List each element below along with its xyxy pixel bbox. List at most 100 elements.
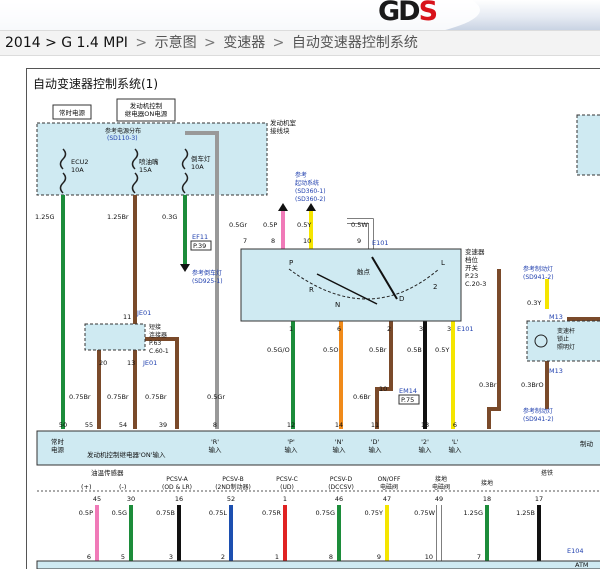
pin-number: 8 — [329, 553, 333, 561]
short-connector-label: P.63 — [149, 340, 161, 347]
breadcrumb-item[interactable]: 自动变速器控制系统 — [291, 35, 418, 51]
wire-label: 0.3Y — [527, 299, 541, 307]
switch-position: L — [441, 259, 445, 267]
stoplamp-ref-top: (SD941-2) — [523, 274, 554, 281]
wire-label: 0.75Br — [145, 393, 167, 401]
solenoid-label: 接地 — [481, 479, 493, 487]
solenoid-label: 接地 — [435, 475, 447, 483]
fuse-symbol — [181, 172, 189, 194]
pin-number: 13 — [127, 359, 135, 367]
pcm-label: 常时 — [51, 437, 65, 446]
solenoid-label: PCSV-A — [166, 476, 188, 483]
pin-label: (-) — [119, 483, 126, 491]
pin-number: 1 — [275, 553, 279, 561]
range-switch-title: P.23 — [465, 272, 478, 280]
pin-number: 17 — [535, 495, 543, 503]
wire-label: 0.75L — [209, 509, 227, 517]
pin-number: 50 — [59, 421, 67, 429]
fuse-box-title-left-text: 常时电源 — [59, 108, 86, 117]
pin-number: 8 — [213, 421, 217, 429]
wire-label: 0.75G — [315, 509, 335, 517]
connector-e101: E101 — [372, 239, 389, 247]
pcm-label: 电源 — [51, 445, 65, 454]
pin-label: (+) — [81, 483, 92, 491]
pcm-label: 'N' — [335, 438, 344, 446]
wire-0-5gr — [185, 131, 219, 429]
pcm-label: 输入 — [209, 445, 223, 454]
shift-lock-label: 变速杆 — [557, 327, 575, 335]
stoplamp-ref-top: 参考制动灯 — [523, 265, 553, 273]
switch-position: P — [289, 259, 293, 267]
pin-number: 6 — [453, 421, 457, 429]
wire-label: 0.75B — [156, 509, 175, 517]
wire-label: 1.25B — [516, 509, 535, 517]
start-ref: 起动系统 — [295, 179, 319, 187]
range-switch-title: 变速器 — [465, 247, 485, 256]
connector-ef11: EF11 — [192, 233, 208, 241]
app-header: GDS — [0, 0, 600, 30]
wire-label: 0.3BrO — [521, 381, 544, 389]
diagram-title: 自动变速器控制系统(1) — [33, 77, 158, 91]
short-connector-label: C.60-1 — [149, 348, 169, 355]
solenoid-label: (DCCSV) — [328, 484, 354, 491]
pin-number: 1 — [289, 325, 293, 333]
wire-label: 0.5P — [79, 509, 93, 517]
fuse-box-ref: 参考电源分布 — [105, 127, 141, 135]
switch-position: R — [309, 286, 314, 294]
switch-contact-line — [316, 273, 378, 305]
connector-em14-page: P.75 — [401, 396, 414, 404]
pcm-label: 'R' — [211, 438, 219, 446]
pcm-label: 输入 — [333, 445, 347, 454]
pin-number: 7 — [243, 237, 247, 245]
wire-label: 0.5B — [407, 346, 422, 354]
wire-label: 0.5W — [351, 221, 368, 229]
atm-block — [36, 560, 600, 569]
fuse-backup-label: 10A — [191, 163, 204, 171]
connector-ef11-box — [190, 240, 212, 251]
fuse-symbol — [131, 148, 139, 170]
wire-0-5br — [375, 321, 393, 429]
short-connector-label: 连接器 — [149, 331, 167, 339]
breadcrumb-item[interactable]: 变速器 — [223, 35, 266, 51]
wire-label: 0.75Br — [69, 393, 91, 401]
arrow-start — [278, 203, 288, 211]
pin-number: 2 — [387, 325, 391, 333]
stoplamp-ref-bottom: (SD941-2) — [523, 416, 554, 423]
connector-em14-box — [398, 394, 420, 405]
atm-label: ATM — [575, 561, 589, 569]
wire-label: 0.5Gr — [207, 393, 225, 401]
arrow-backup — [180, 264, 190, 272]
wire-label: 0.5O — [323, 346, 338, 354]
breadcrumb: 2014 > G 1.4 MPI > 示意图 > 变速器 > 自动变速器控制系统 — [0, 30, 600, 56]
pin-number: 45 — [93, 495, 101, 503]
right-box — [576, 114, 600, 176]
pin-number: 9 — [377, 553, 381, 561]
breadcrumb-item[interactable]: 示意图 — [154, 35, 197, 51]
switch-contact: 触点 — [357, 267, 371, 276]
solenoid-label: 搭铁 — [541, 469, 553, 477]
fuse-symbol — [181, 148, 189, 170]
wire-label: 1.25G — [35, 213, 55, 221]
start-ref: (SD360-2) — [295, 196, 326, 203]
fuse-backup-label: 倒车灯 — [191, 154, 211, 163]
pcm-label: 'P' — [287, 438, 295, 446]
stoplamp-ref-bottom: 参考制动灯 — [523, 407, 553, 415]
pin-number: 8 — [271, 237, 275, 245]
pin-number: 6 — [337, 325, 341, 333]
pin-number: 55 — [85, 421, 93, 429]
wire-label: 0.5Y — [435, 346, 449, 354]
pin-number: 6 — [87, 553, 91, 561]
wire-label: 0.3Br — [479, 381, 497, 389]
wire-label: 0.75R — [262, 509, 281, 517]
fuse-symbol — [59, 148, 67, 170]
breadcrumb-model[interactable]: 2014 > G 1.4 MPI — [5, 35, 128, 51]
wire-label: 0.5Y — [297, 221, 311, 229]
wire-label: 0.5P — [263, 221, 277, 229]
pcm-label: 发动机控制继电器'ON'输入 — [87, 450, 166, 459]
pcm-block — [36, 430, 600, 466]
start-ref: 参考 — [295, 171, 307, 179]
wire-label: 1.25Br — [107, 213, 129, 221]
switch-position: 2 — [433, 283, 437, 291]
wire-label: 0.75Y — [365, 509, 383, 517]
switch-arc — [288, 268, 440, 300]
